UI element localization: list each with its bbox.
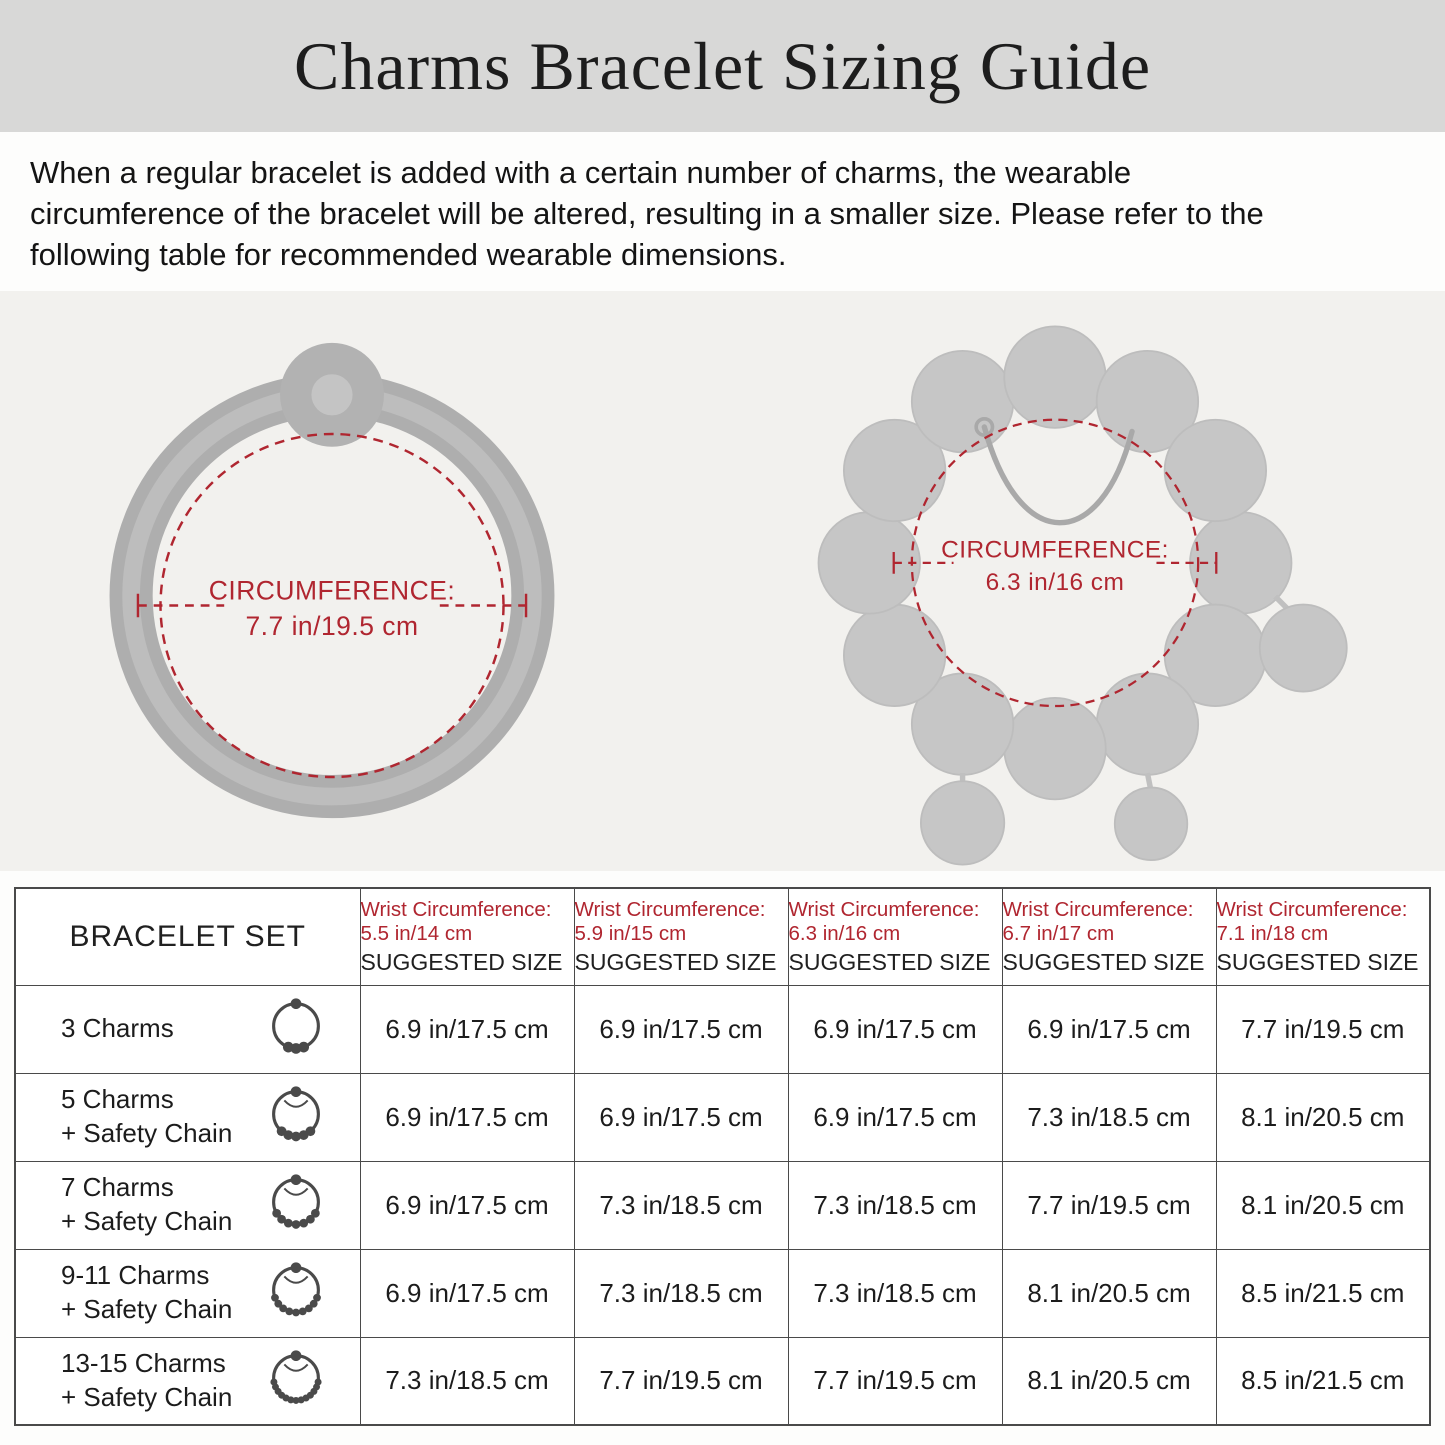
- bracelet-clasp: [280, 342, 385, 447]
- row-label-cell: 5 Charms + Safety Chain: [14, 1072, 361, 1162]
- size-cell: 8.5 in/21.5 cm: [1215, 1248, 1431, 1338]
- row-label-line2: + Safety Chain: [61, 1294, 233, 1324]
- size-cell: 7.3 in/18.5 cm: [787, 1248, 1003, 1338]
- table-row-5-charms: 5 Charms + Safety Chain: [14, 1072, 1431, 1162]
- table-row-13-15-charms: 13-15 Charms + Safety Chain: [14, 1336, 1431, 1426]
- size-cell: 8.1 in/20.5 cm: [1215, 1160, 1431, 1250]
- wrist-circumference-label: Wrist Circumference:: [1002, 897, 1194, 921]
- column-header-wrist-17cm: Wrist Circumference: 6.7 in/17 cm SUGGES…: [1001, 887, 1217, 986]
- row-label-line1: 9-11 Charms: [61, 1260, 210, 1291]
- size-cell: 6.9 in/17.5 cm: [1001, 984, 1217, 1074]
- size-cell: 6.9 in/17.5 cm: [787, 984, 1003, 1074]
- size-cell: 8.1 in/20.5 cm: [1001, 1248, 1217, 1338]
- intro-text: When a regular bracelet is added with a …: [30, 152, 1415, 275]
- row-label-line2: + Safety Chain: [61, 1118, 233, 1148]
- charm-bracelet-illustration: CIRCUMFERENCE: 6.3 in/16 cm: [817, 325, 1348, 866]
- row-label-line1: 13-15 Charms: [61, 1347, 226, 1378]
- bracelet-7-charms-icon: [271, 1174, 320, 1229]
- size-cell: 7.7 in/19.5 cm: [1215, 984, 1431, 1074]
- charm-bracelet-diagram: CIRCUMFERENCE: 6.3 in/16 cm: [665, 291, 1445, 871]
- circumference-annotation: CIRCUMFERENCE: 7.7 in/19.5 cm: [137, 432, 528, 779]
- table-row-3-charms: 3 Charms 6.9 in/17.5 cm 6.9 in/17.5: [14, 984, 1431, 1074]
- suggested-size-label: SUGGESTED SIZE: [1216, 948, 1419, 975]
- intro-line-3: following table for recommended wearable…: [30, 237, 787, 272]
- size-cell: 6.9 in/17.5 cm: [359, 984, 575, 1074]
- plain-bracelet-illustration: CIRCUMFERENCE: 7.7 in/19.5 cm: [109, 342, 555, 819]
- diagram-section: CIRCUMFERENCE: 7.7 in/19.5 cm: [0, 291, 1445, 871]
- intro-line-2: circumference of the bracelet will be al…: [30, 196, 1264, 231]
- size-cell: 7.3 in/18.5 cm: [573, 1248, 789, 1338]
- wrist-circumference-value: 6.7 in/17 cm: [1002, 921, 1115, 945]
- size-cell: 7.3 in/18.5 cm: [573, 1160, 789, 1250]
- suggested-size-label: SUGGESTED SIZE: [574, 948, 777, 975]
- wrist-circumference-label: Wrist Circumference:: [788, 897, 980, 921]
- plain-bracelet-diagram: CIRCUMFERENCE: 7.7 in/19.5 cm: [0, 291, 665, 871]
- dangle-charms: [919, 594, 1348, 866]
- suggested-size-label: SUGGESTED SIZE: [1002, 948, 1205, 975]
- size-cell: 7.7 in/19.5 cm: [573, 1336, 789, 1426]
- row-label-line2: + Safety Chain: [61, 1206, 233, 1236]
- circumference-value: 7.7 in/19.5 cm: [246, 611, 419, 641]
- size-cell: 6.9 in/17.5 cm: [573, 1072, 789, 1162]
- column-header-wrist-15cm: Wrist Circumference: 5.9 in/15 cm SUGGES…: [573, 887, 789, 986]
- circumference-annotation: CIRCUMFERENCE: 6.3 in/16 cm: [892, 418, 1218, 708]
- row-label-cell: 9-11 Charms + Safety Chain: [14, 1248, 361, 1338]
- size-cell: 7.3 in/18.5 cm: [359, 1336, 575, 1426]
- table-row-7-charms: 7 Charms + Safety Chain: [14, 1160, 1431, 1250]
- wrist-circumference-label: Wrist Circumference:: [360, 897, 552, 921]
- size-cell: 8.1 in/20.5 cm: [1001, 1336, 1217, 1426]
- row-label-cell: 3 Charms: [14, 984, 361, 1074]
- size-cell: 7.3 in/18.5 cm: [787, 1160, 1003, 1250]
- column-header-wrist-14cm: Wrist Circumference: 5.5 in/14 cm SUGGES…: [359, 887, 575, 986]
- circumference-value: 6.3 in/16 cm: [986, 569, 1125, 596]
- size-cell: 6.9 in/17.5 cm: [573, 984, 789, 1074]
- row-label-line1: 7 Charms: [61, 1172, 174, 1203]
- circumference-label: CIRCUMFERENCE:: [209, 576, 455, 606]
- row-label-line2: + Safety Chain: [61, 1381, 233, 1412]
- row-label-line1: 3 Charms: [61, 1013, 174, 1044]
- size-cell: 6.9 in/17.5 cm: [359, 1160, 575, 1250]
- bracelet-5-charms-icon: [271, 1086, 320, 1142]
- row-label-cell: 13-15 Charms + Safety Chain: [14, 1336, 361, 1426]
- column-header-wrist-16cm: Wrist Circumference: 6.3 in/16 cm SUGGES…: [787, 887, 1003, 986]
- size-cell: 7.7 in/19.5 cm: [787, 1336, 1003, 1426]
- column-header-bracelet-set: BRACELET SET: [14, 887, 361, 986]
- wrist-circumference-value: 6.3 in/16 cm: [788, 921, 901, 945]
- size-cell: 6.9 in/17.5 cm: [359, 1248, 575, 1338]
- row-label-cell: 7 Charms + Safety Chain: [14, 1160, 361, 1250]
- size-cell: 7.3 in/18.5 cm: [1001, 1072, 1217, 1162]
- sizing-table: BRACELET SET Wrist Circumference: 5.5 in…: [14, 887, 1431, 1426]
- intro-line-1: When a regular bracelet is added with a …: [30, 155, 1132, 190]
- bracelet-13-15-charms-icon: [269, 1350, 322, 1404]
- wrist-circumference-label: Wrist Circumference:: [574, 897, 766, 921]
- wrist-circumference-value: 5.5 in/14 cm: [360, 921, 473, 945]
- bracelet-3-charms-icon: [271, 998, 320, 1054]
- column-header-wrist-18cm: Wrist Circumference: 7.1 in/18 cm SUGGES…: [1215, 887, 1431, 986]
- wrist-circumference-value: 5.9 in/15 cm: [574, 921, 687, 945]
- suggested-size-label: SUGGESTED SIZE: [360, 948, 563, 975]
- wrist-circumference-value: 7.1 in/18 cm: [1216, 921, 1329, 945]
- charm-beads: [817, 325, 1293, 801]
- bracelet-9-11-charms-icon: [270, 1262, 321, 1317]
- size-cell: 8.5 in/21.5 cm: [1215, 1336, 1431, 1426]
- title-banner: Charms Bracelet Sizing Guide: [0, 0, 1445, 132]
- circumference-label: CIRCUMFERENCE:: [941, 536, 1169, 563]
- suggested-size-label: SUGGESTED SIZE: [788, 948, 991, 975]
- table-row-9-11-charms: 9-11 Charms + Safety Chain: [14, 1248, 1431, 1338]
- size-cell: 7.7 in/19.5 cm: [1001, 1160, 1217, 1250]
- size-cell: 8.1 in/20.5 cm: [1215, 1072, 1431, 1162]
- table-header-row: BRACELET SET Wrist Circumference: 5.5 in…: [14, 887, 1431, 986]
- size-cell: 6.9 in/17.5 cm: [787, 1072, 1003, 1162]
- wrist-circumference-label: Wrist Circumference:: [1216, 897, 1408, 921]
- row-label-line1: 5 Charms: [61, 1084, 174, 1115]
- size-cell: 6.9 in/17.5 cm: [359, 1072, 575, 1162]
- page-title: Charms Bracelet Sizing Guide: [293, 27, 1151, 104]
- safety-chain: [974, 417, 1135, 526]
